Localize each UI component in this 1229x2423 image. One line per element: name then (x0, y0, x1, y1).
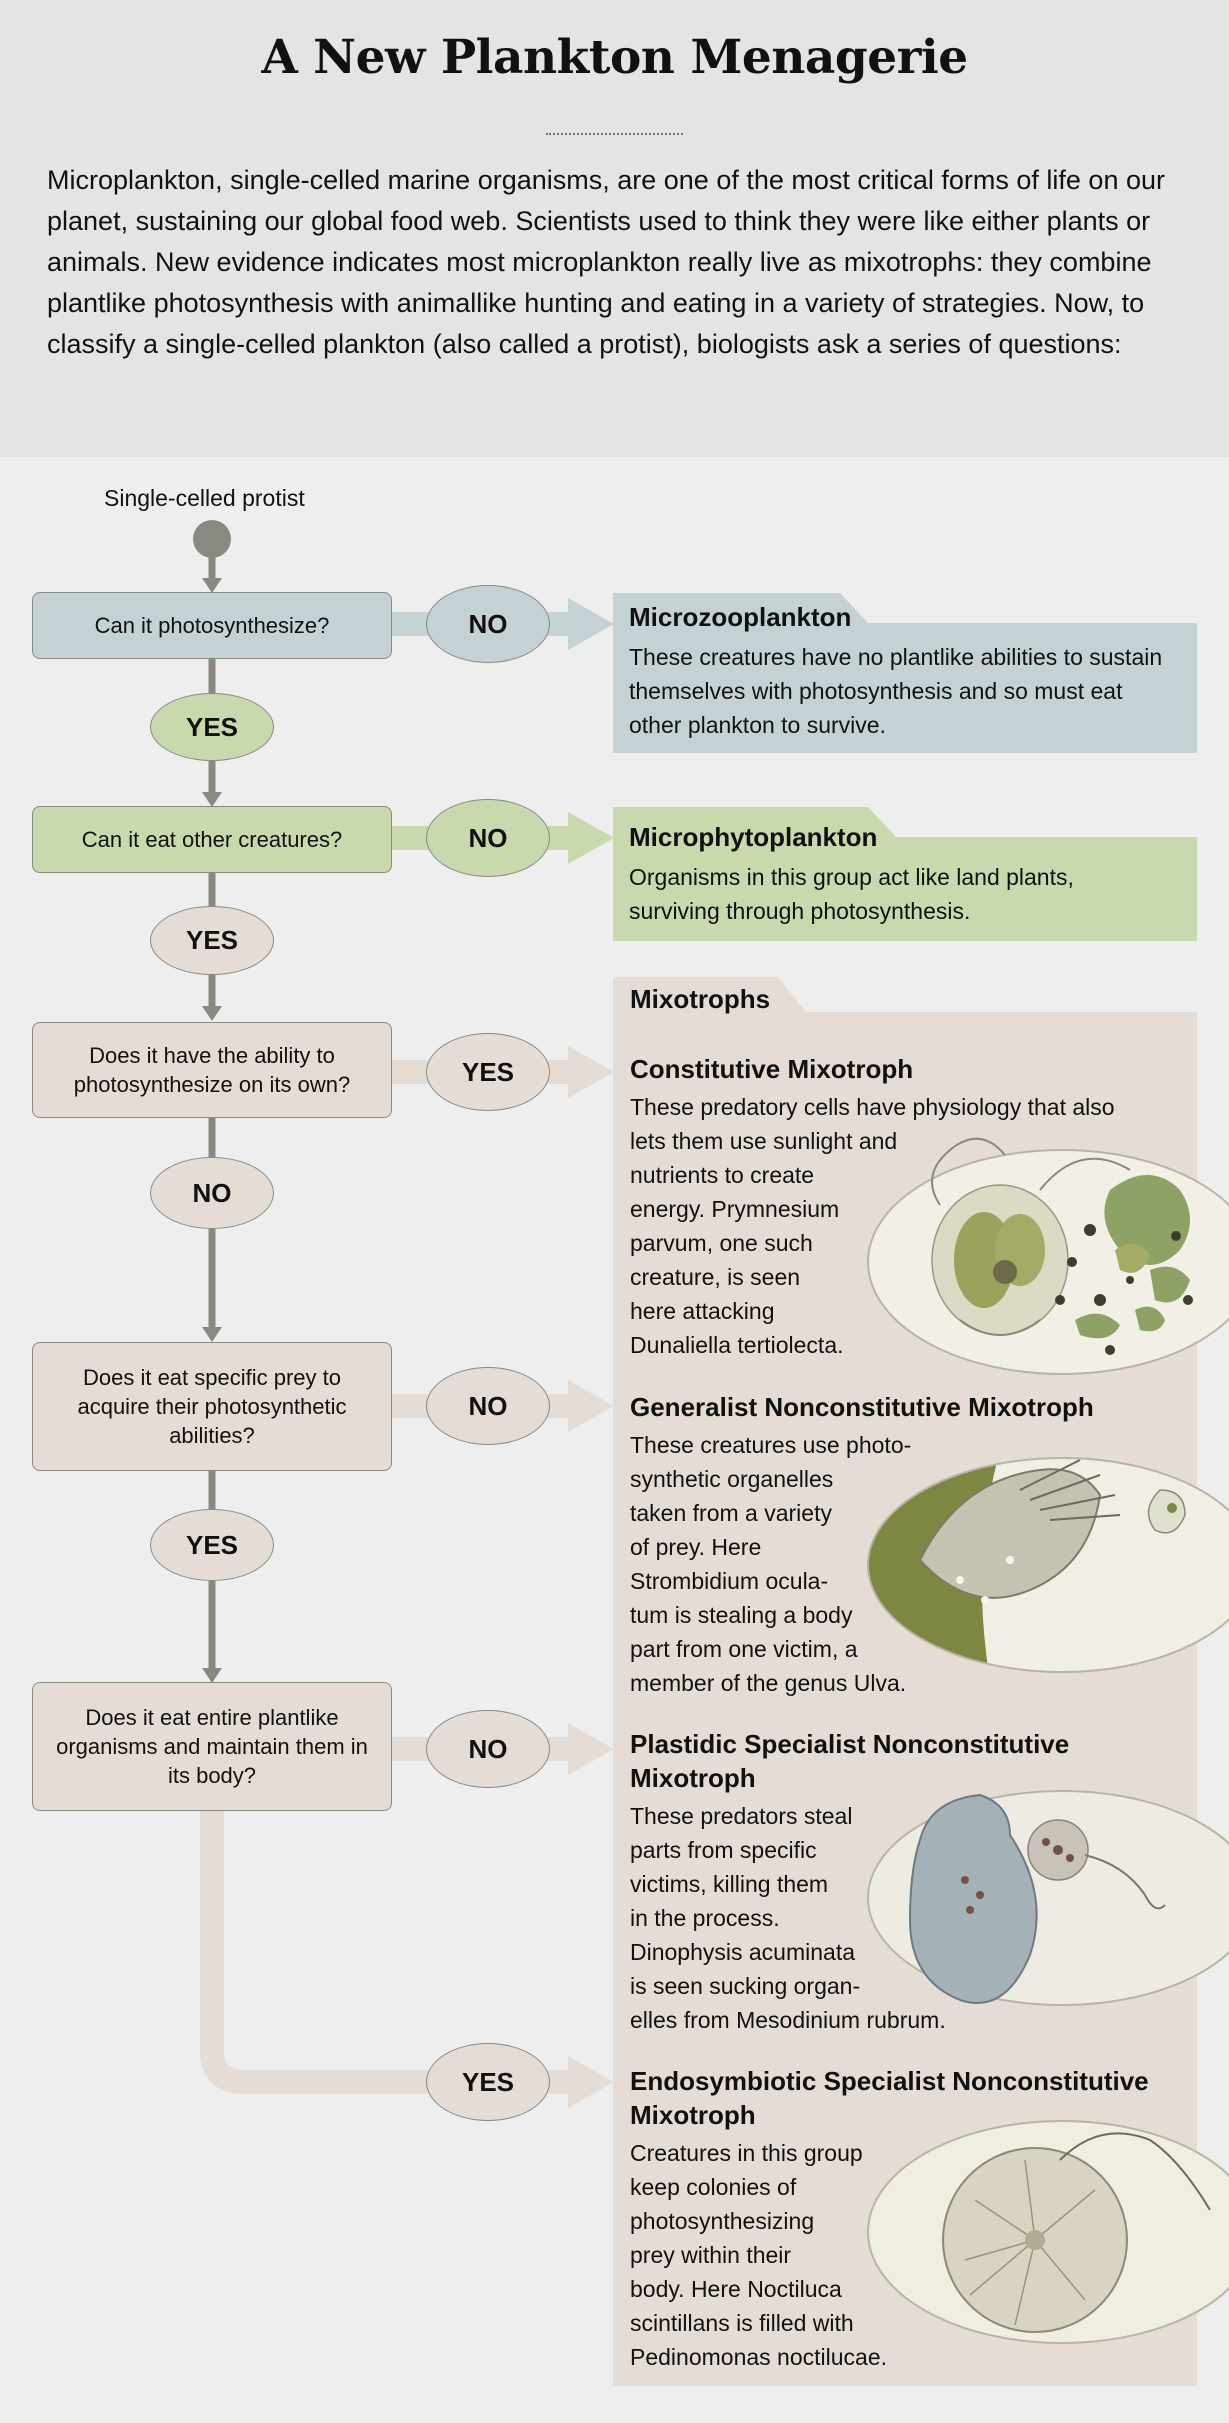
question-text: Can it eat other creatures? (81, 827, 343, 852)
body-line: part from one victim, a (630, 1636, 858, 1662)
section-title: Generalist Nonconstitutive Mixotroph (630, 1392, 1094, 1422)
body-line: nutrients to create (630, 1162, 815, 1188)
prymnesium-illustration (867, 1137, 1229, 1375)
plastidic-section: Plastidic Specialist Nonconstitutive Mix… (630, 1727, 1150, 2037)
microphyto-panel-bg (613, 807, 1197, 941)
body-line: lets them use sunlight and (630, 1128, 898, 1154)
dinophysis-illustration (867, 1790, 1229, 2006)
question-entire-organisms: Does it eat entire plantlike organisms a… (32, 1682, 392, 1811)
question-text: Can it photosynthesize? (94, 613, 330, 638)
noctiluca-illustration (867, 2120, 1229, 2344)
mixotrophs-title: Mixotrophs (630, 984, 771, 1014)
question-text: Does it have the ability to photosynthes… (73, 1043, 351, 1097)
body-line: These creatures use photo- (630, 1432, 912, 1458)
body-line: These predators steal (630, 1803, 853, 1829)
mixotrophs-panel: Mixotrophs (613, 977, 1197, 2386)
answer-yes-6: YES (426, 2043, 550, 2121)
microphyto-panel: Microphytoplankton Organisms in this gro… (613, 807, 1197, 941)
body-line: Pedinomonas noctilucae. (630, 2344, 887, 2370)
body-line: Strombidium ocula- (630, 1568, 829, 1594)
body-line: is seen sucking organ- (630, 1973, 861, 1999)
section-title: Constitutive Mixotroph (630, 1054, 914, 1084)
section-body: These creatures use photo- synthetic org… (630, 1428, 1190, 1700)
body-line: Dunaliella tertiolecta. (630, 1332, 844, 1358)
body-line: prey within their (630, 2242, 792, 2268)
answer-no-4: NO (426, 1367, 550, 1445)
question-text: Does it eat entire plantlike organisms a… (56, 1705, 368, 1788)
question-text: Does it eat specific prey to acquire the… (77, 1365, 347, 1448)
section-body: These predators steal parts from specifi… (630, 1799, 1150, 2037)
answer-yes-4: YES (150, 1509, 274, 1581)
microzoo-body: These creatures have no plantlike abilit… (629, 644, 1163, 738)
answer-no-3: NO (150, 1157, 274, 1229)
body-line: of prey. Here (630, 1534, 762, 1560)
section-body: These predatory cells have physiology th… (630, 1090, 1190, 1362)
question-photosynthesize-own: Does it have the ability to photosynthes… (32, 1022, 392, 1118)
body-line: parvum, one such (630, 1230, 813, 1256)
section-title: Plastidic Specialist Nonconstitutive Mix… (630, 1729, 1070, 1793)
answer-yes-1: YES (150, 693, 274, 761)
body-line: parts from specific (630, 1837, 817, 1863)
body-line: These predatory cells have physiology th… (630, 1094, 1115, 1120)
answer-no-1: NO (426, 585, 550, 663)
body-line: victims, killing them (630, 1871, 829, 1897)
answer-no-2: NO (426, 799, 550, 877)
yes-bar-6 (200, 1810, 614, 2108)
start-label: Single-celled protist (104, 485, 305, 511)
constitutive-section: Constitutive Mixotroph These predatory c… (630, 1052, 1190, 1362)
body-line: member of the genus Ulva. (630, 1670, 907, 1696)
intro-band: A New Plankton Menagerie Microplankton, … (0, 0, 1229, 457)
microphyto-body: Organisms in this group act like land pl… (629, 864, 1074, 924)
page-title: A New Plankton Menagerie (261, 30, 968, 85)
answer-no-5: NO (426, 1710, 550, 1788)
section-title: Endosymbiotic Specialist Nonconstitutive… (630, 2066, 1149, 2130)
body-line: scintillans is filled with (630, 2310, 854, 2336)
microzoo-title: Microzooplankton (629, 602, 852, 632)
body-line: energy. Prymnesium (630, 1196, 840, 1222)
body-line: creature, is seen (630, 1264, 801, 1290)
endosymbiotic-section: Endosymbiotic Specialist Nonconstitutive… (630, 2064, 1190, 2374)
body-line: here attacking (630, 1298, 775, 1324)
answer-yes-3: YES (426, 1033, 550, 1111)
body-line: tum is stealing a body (630, 1602, 853, 1628)
question-specific-prey: Does it eat specific prey to acquire the… (32, 1342, 392, 1471)
body-line: body. Here Noctiluca (630, 2276, 842, 2302)
body-line: synthetic organelles (630, 1466, 834, 1492)
microphyto-title: Microphytoplankton (629, 822, 878, 852)
microzoo-panel-bg (613, 593, 1197, 753)
body-line: taken from a variety (630, 1500, 832, 1526)
body-line: Dinophysis acuminata (630, 1939, 856, 1965)
microzoo-panel: Microzooplankton These creatures have no… (613, 593, 1197, 753)
body-line: Creatures in this group (630, 2140, 863, 2166)
start-node (193, 520, 231, 558)
body-line: elles from Mesodinium rubrum. (630, 2007, 946, 2033)
answer-yes-2: YES (150, 906, 274, 975)
title-divider (546, 133, 683, 135)
body-line: keep colonies of (630, 2174, 797, 2200)
question-eat-creatures: Can it eat other creatures? (32, 806, 392, 873)
body-line: photosynthesizing (630, 2208, 815, 2234)
question-photosynthesize: Can it photosynthesize? (32, 592, 392, 659)
body-line: in the process. (630, 1905, 780, 1931)
intro-paragraph: Microplankton, single-celled marine orga… (47, 165, 1165, 359)
section-body: Creatures in this group keep colonies of… (630, 2136, 1190, 2374)
generalist-section: Generalist Nonconstitutive Mixotroph The… (630, 1390, 1190, 1700)
